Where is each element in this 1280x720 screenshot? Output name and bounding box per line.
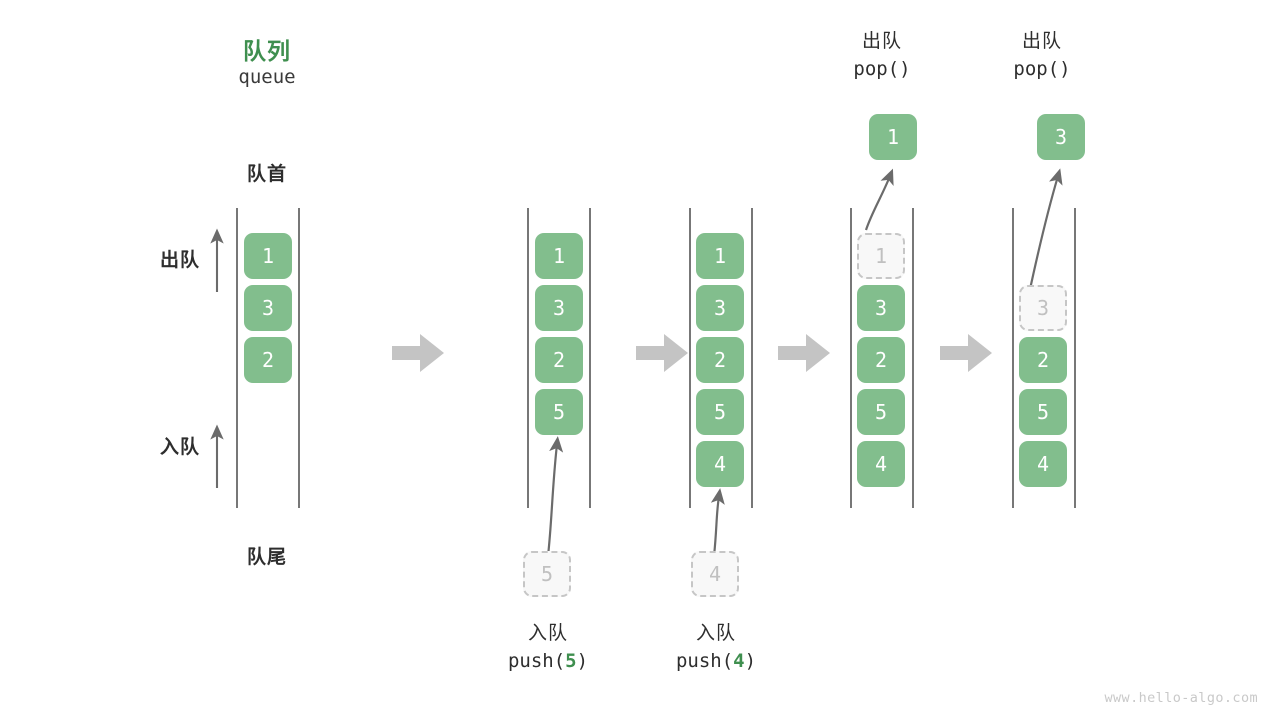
pop-3-caption: 出队 pop() — [962, 28, 1122, 83]
push-5-arrow — [546, 436, 564, 557]
pop-1-prefix: pop( — [853, 57, 900, 80]
push-5-caption-zh: 入队 — [527, 623, 568, 644]
incoming-ghost-cell: 4 — [691, 551, 739, 597]
push-4-suffix: ) — [744, 649, 757, 672]
pop-3-arrow — [1027, 168, 1063, 295]
queue-cell: 4 — [1019, 441, 1067, 487]
queue-cell-ghost: 3 — [1019, 285, 1067, 331]
pop-1-caption: 出队 pop() — [802, 28, 962, 83]
queue-cell: 2 — [696, 337, 744, 383]
queue-cell: 1 — [244, 233, 292, 279]
enqueue-label: 入队 — [159, 437, 200, 458]
queue-cell: 3 — [696, 285, 744, 331]
queue-cell: 2 — [1019, 337, 1067, 383]
dequeue-label: 出队 — [159, 250, 200, 271]
queue-cell: 2 — [857, 337, 905, 383]
transition-arrow-4 — [940, 334, 992, 372]
queue-cell: 5 — [1019, 389, 1067, 435]
pop-3-suffix: ) — [1059, 57, 1071, 80]
transition-arrow-1 — [392, 334, 444, 372]
queue-cell: 5 — [857, 389, 905, 435]
push-5-arg: 5 — [565, 649, 577, 672]
queue-cell: 1 — [696, 233, 744, 279]
queue-cell: 1 — [535, 233, 583, 279]
push-5-prefix: push( — [507, 649, 566, 672]
popped-cell: 3 — [1037, 114, 1085, 160]
pop-3-caption-zh: 出队 — [1021, 31, 1062, 52]
pop-1-caption-en: pop() — [802, 56, 962, 84]
queue-cell: 5 — [535, 389, 583, 435]
queue-cell: 3 — [535, 285, 583, 331]
push-4-caption-zh: 入队 — [695, 623, 736, 644]
diagram-title: 队列 queue — [187, 32, 347, 88]
queue-cell: 4 — [696, 441, 744, 487]
title-en: queue — [238, 66, 296, 88]
push-4-prefix: push( — [675, 649, 734, 672]
queue-cell: 3 — [244, 285, 292, 331]
push-5-caption-en: push(5) — [458, 648, 638, 676]
popped-cell: 1 — [869, 114, 917, 160]
queue-cell-ghost: 1 — [857, 233, 905, 279]
queue-cell: 2 — [535, 337, 583, 383]
push-4-caption-en: push(4) — [626, 648, 806, 676]
queue-cell: 5 — [696, 389, 744, 435]
push-4-arrow — [710, 488, 725, 557]
transition-arrow-2 — [636, 334, 688, 372]
push-5-caption: 入队 push(5) — [458, 620, 638, 675]
incoming-ghost-cell: 5 — [523, 551, 571, 597]
push-4-arg: 4 — [733, 649, 745, 672]
pop-3-prefix: pop( — [1013, 57, 1060, 80]
push-5-suffix: ) — [576, 649, 589, 672]
push-4-caption: 入队 push(4) — [626, 620, 806, 675]
queue-cell: 4 — [857, 441, 905, 487]
queue-cell: 3 — [857, 285, 905, 331]
transition-arrow-3 — [778, 334, 830, 372]
pop-3-caption-en: pop() — [962, 56, 1122, 84]
pop-1-arrow — [864, 168, 894, 231]
front-label: 队首 — [246, 164, 287, 185]
rear-label: 队尾 — [246, 547, 287, 568]
queue-cell: 2 — [244, 337, 292, 383]
title-zh: 队列 — [243, 38, 291, 64]
pop-1-caption-zh: 出队 — [861, 31, 902, 52]
pop-1-suffix: ) — [899, 57, 911, 80]
watermark: www.hello-algo.com — [1104, 690, 1258, 706]
